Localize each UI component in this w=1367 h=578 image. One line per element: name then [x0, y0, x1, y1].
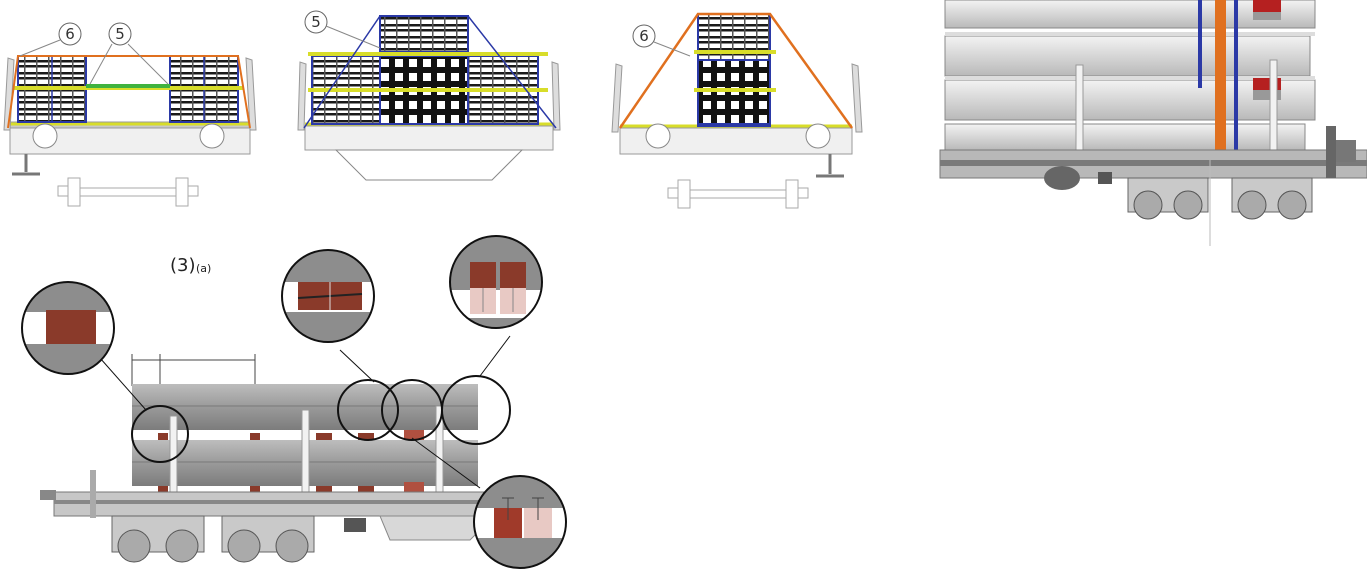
callout-circle-icon [108, 22, 132, 46]
end-view-3: 6 [611, 12, 863, 209]
detail-zoom-1 [21, 281, 115, 375]
magnifier-detail-icon [131, 405, 189, 463]
callout-circle-icon [632, 24, 656, 48]
magnifier-detail-icon [337, 379, 399, 441]
bogie-left [1127, 177, 1209, 220]
callout-6: 6 [65, 25, 75, 43]
bogie-left [111, 515, 205, 563]
section-number: (3) [170, 255, 196, 276]
detail-zoom-2 [281, 249, 375, 343]
end-view-1: 6 5 [3, 22, 257, 207]
bogie-right [221, 515, 315, 563]
side-closeup-view [939, 0, 1367, 246]
callout-circle-icon [304, 10, 328, 34]
section-letter: (a) [196, 262, 211, 275]
bogie-right [1231, 177, 1313, 220]
main-side-view: (3) (a) [40, 255, 511, 563]
callout-5: 5 [311, 13, 321, 31]
end-view-2: 5 [297, 10, 561, 181]
callout-5: 5 [115, 25, 125, 43]
detail-zoom-3 [449, 235, 543, 329]
callout-6: 6 [639, 27, 649, 45]
callout-circle-icon [58, 22, 82, 46]
magnifier-detail-icon [441, 375, 511, 445]
detail-zoom-4 [473, 475, 567, 569]
